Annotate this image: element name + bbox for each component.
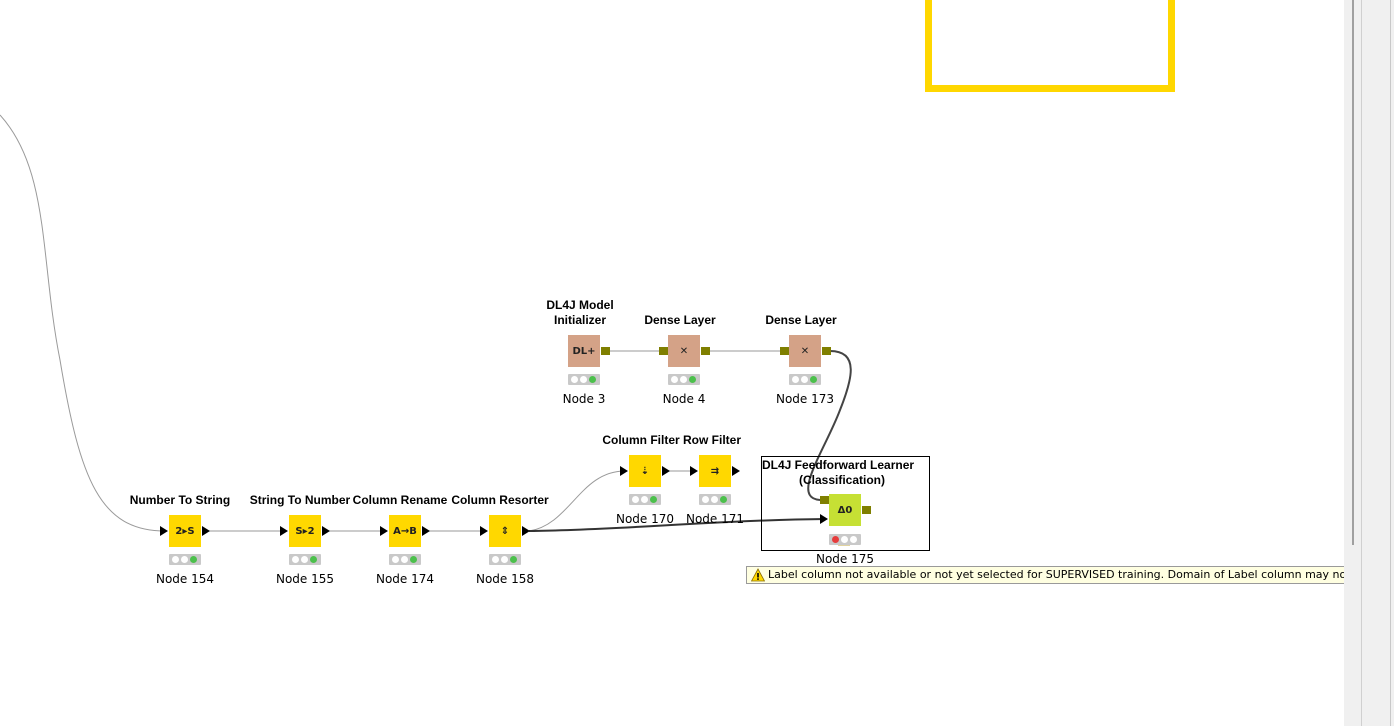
dl4j-initializer-icon: DL+ — [572, 345, 596, 357]
node-175-out-port[interactable] — [862, 506, 871, 514]
node-171-out-port[interactable] — [732, 466, 740, 476]
dense-layer-icon: ✕ — [800, 345, 810, 357]
node-3-title-line1[interactable]: DL4J Model — [546, 298, 614, 312]
node-3-title-line2[interactable]: Initializer — [553, 313, 606, 327]
node-173-out-port[interactable] — [822, 347, 831, 355]
node-3-out-port[interactable] — [601, 347, 610, 355]
workflow-annotation[interactable] — [925, 0, 1175, 92]
node-154-title[interactable]: Number To String — [129, 493, 231, 507]
node-4-status — [668, 374, 700, 385]
node-171-in-port[interactable] — [690, 466, 698, 476]
node-155-label[interactable]: Node 155 — [275, 572, 335, 586]
node-158-title[interactable]: Column Resorter — [451, 493, 549, 507]
warning-tooltip: Label column not available or not yet se… — [746, 566, 1344, 584]
node-154-icon[interactable]: 2▸S — [169, 515, 201, 547]
scrollbar-track-line — [1352, 0, 1354, 545]
warning-tooltip-text: Label column not available or not yet se… — [768, 568, 1344, 581]
node-4-title[interactable]: Dense Layer — [644, 313, 716, 327]
dense-layer-icon: ✕ — [679, 345, 689, 357]
node-171-label[interactable]: Node 171 — [685, 512, 745, 526]
node-174-title[interactable]: Column Rename — [352, 493, 448, 507]
node-173-status — [789, 374, 821, 385]
connection-incoming — [0, 114, 166, 532]
connection-173-175 — [807, 350, 852, 501]
node-175-status — [829, 534, 861, 545]
scrollbar-edge — [1390, 0, 1391, 726]
node-175-label[interactable]: Node 175 — [815, 552, 875, 566]
node-173-in-port[interactable] — [780, 347, 789, 355]
node-173-title[interactable]: Dense Layer — [765, 313, 837, 327]
connection-158-175 — [528, 518, 827, 532]
string-to-number-icon: S▸2 — [295, 525, 315, 537]
node-174-in-port[interactable] — [380, 526, 388, 536]
node-171-icon[interactable]: ⇉ — [699, 455, 731, 487]
node-175-selection — [761, 456, 930, 551]
node-154-in-port[interactable] — [160, 526, 168, 536]
connections-layer — [0, 114, 852, 532]
node-174-icon[interactable]: A→B — [389, 515, 421, 547]
node-155-in-port[interactable] — [280, 526, 288, 536]
node-4-icon[interactable]: ✕ — [668, 335, 700, 367]
column-rename-icon: A→B — [393, 525, 417, 537]
node-154-label[interactable]: Node 154 — [155, 572, 215, 586]
learner-icon: Δ0 — [837, 504, 853, 516]
row-filter-icon: ⇉ — [710, 465, 720, 477]
node-154-out-port[interactable] — [202, 526, 210, 536]
node-170-icon[interactable]: ⇣ — [629, 455, 661, 487]
node-170-title[interactable]: Column Filter — [602, 433, 680, 447]
node-3-status — [568, 374, 600, 385]
node-175-model-in-port[interactable] — [820, 496, 829, 504]
node-158-icon[interactable]: ⇕ — [489, 515, 521, 547]
node-3-label[interactable]: Node 3 — [562, 392, 606, 406]
column-resorter-icon: ⇕ — [500, 525, 510, 537]
node-175-icon[interactable]: Δ0 — [829, 494, 861, 526]
node-174-status — [389, 554, 421, 565]
node-170-out-port[interactable] — [662, 466, 670, 476]
node-175-title-line2[interactable]: (Classification) — [798, 473, 885, 487]
node-170-status — [629, 494, 661, 505]
warning-icon — [751, 568, 765, 582]
node-155-out-port[interactable] — [322, 526, 330, 536]
node-174-out-port[interactable] — [422, 526, 430, 536]
node-175-title-line1[interactable]: DL4J Feedforward Learner — [762, 458, 915, 472]
node-158-in-port[interactable] — [480, 526, 488, 536]
node-154-status — [169, 554, 201, 565]
node-158-out-port[interactable] — [522, 526, 530, 536]
node-4-in-port[interactable] — [659, 347, 668, 355]
node-158-status — [489, 554, 521, 565]
connection-158-170 — [528, 470, 626, 532]
node-171-title[interactable]: Row Filter — [682, 433, 741, 447]
workflow-canvas[interactable]: Number To String 2▸S Node 154 String To … — [0, 0, 1344, 726]
node-155-title[interactable]: String To Number — [249, 493, 351, 507]
node-170-label[interactable]: Node 170 — [615, 512, 675, 526]
scrollbar-separator — [1361, 0, 1362, 726]
number-to-string-icon: 2▸S — [175, 525, 195, 537]
node-4-out-port[interactable] — [701, 347, 710, 355]
node-175-data-in-port[interactable] — [820, 514, 828, 524]
node-155-status — [289, 554, 321, 565]
node-171-status — [699, 494, 731, 505]
column-filter-icon: ⇣ — [640, 465, 650, 477]
node-170-in-port[interactable] — [620, 466, 628, 476]
node-155-icon[interactable]: S▸2 — [289, 515, 321, 547]
node-173-icon[interactable]: ✕ — [789, 335, 821, 367]
node-3-icon[interactable]: DL+ — [568, 335, 600, 367]
node-158-label[interactable]: Node 158 — [475, 572, 535, 586]
node-174-label[interactable]: Node 174 — [375, 572, 435, 586]
node-173-label[interactable]: Node 173 — [775, 392, 835, 406]
node-4-label[interactable]: Node 4 — [662, 392, 706, 406]
